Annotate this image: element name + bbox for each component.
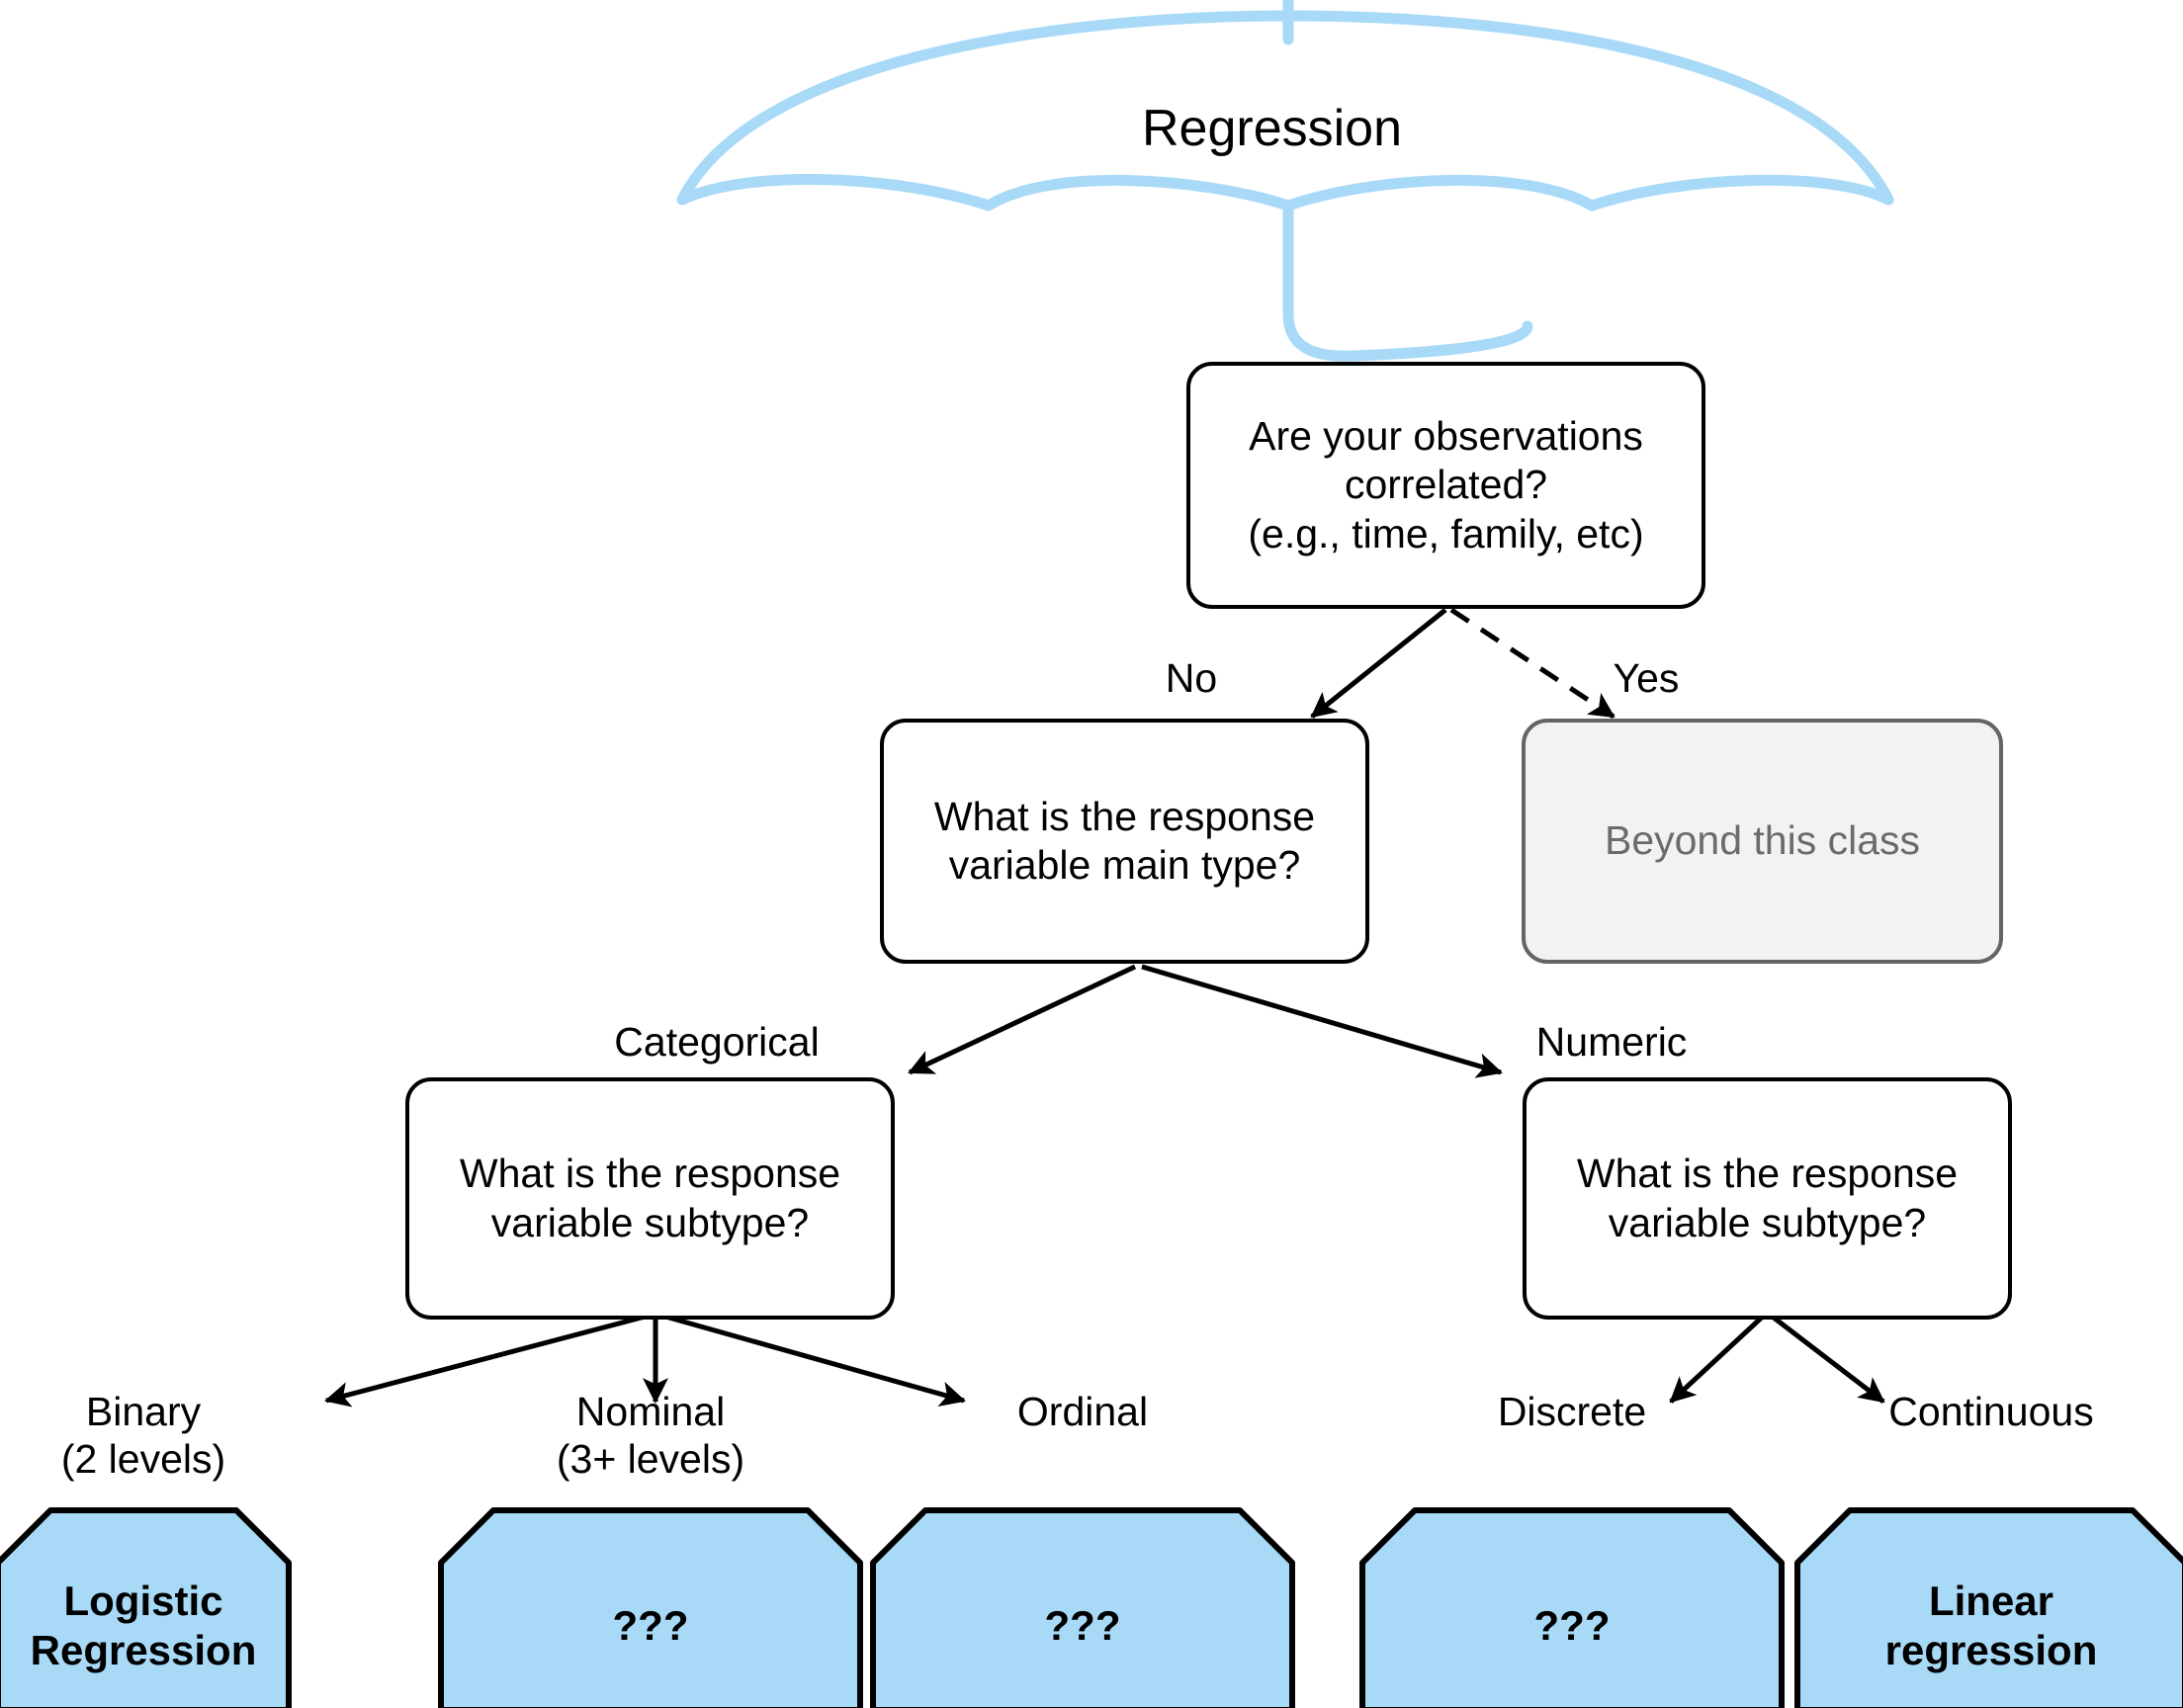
leaf-text-ordinal-unknown: ??? — [1044, 1602, 1121, 1649]
edge-label-no: No — [1165, 655, 1218, 701]
node-response-variable-subtype-categorical[interactable]: What is the response variable subtype? — [405, 1077, 895, 1320]
leaf-label-binary: Binary (2 levels) — [60, 1389, 226, 1483]
node-response-variable-subtype-numeric[interactable]: What is the response variable subtype? — [1523, 1077, 2012, 1320]
leaf-text-discrete-unknown: ??? — [1533, 1602, 1611, 1649]
node-beyond-this-class[interactable]: Beyond this class — [1522, 719, 2003, 964]
arrow-no — [1310, 608, 1447, 719]
leaf-text-logistic-regression: Logistic Regression — [30, 1578, 257, 1673]
leaf-shape-continuous — [1794, 1507, 2183, 1708]
edge-label-yes: Yes — [1613, 655, 1680, 701]
leaf-label-continuous: Continuous — [1888, 1389, 2094, 1434]
leaf-nominal[interactable]: Nominal (3+ levels) ??? — [438, 1389, 863, 1708]
umbrella-canopy-outer — [676, 10, 1894, 206]
leaf-label-discrete: Discrete — [1497, 1389, 1647, 1434]
leaf-shape-ordinal — [870, 1507, 1295, 1708]
leaf-shape-discrete — [1359, 1507, 1785, 1708]
arrow-ordinal — [657, 1312, 967, 1408]
umbrella-handle — [1282, 200, 1533, 362]
leaf-shape-nominal — [438, 1507, 863, 1708]
edge-label-numeric: Numeric — [1535, 1019, 1688, 1065]
leaf-discrete[interactable]: Discrete ??? — [1359, 1389, 1785, 1708]
leaf-label-ordinal: Ordinal — [1016, 1389, 1149, 1434]
leaf-text-nominal-unknown: ??? — [612, 1602, 689, 1649]
arrow-discrete — [1669, 1313, 1767, 1404]
leaf-label-nominal: Nominal (3+ levels) — [556, 1389, 745, 1483]
leaf-continuous[interactable]: Continuous Linear regression — [1794, 1389, 2183, 1708]
leaf-text-linear-regression: Linear regression — [1884, 1578, 2098, 1673]
arrow-continuous — [1768, 1313, 1885, 1404]
arrow-binary — [323, 1312, 654, 1408]
node-are-observations-correlated[interactable]: Are your observations correlated? (e.g.,… — [1186, 362, 1705, 609]
leaf-binary[interactable]: Binary (2 levels) Logistic Regression — [0, 1389, 292, 1708]
arrow-categorical — [908, 964, 1137, 1075]
node-response-variable-main-type[interactable]: What is the response variable main type? — [880, 719, 1369, 964]
edge-label-categorical: Categorical — [614, 1019, 820, 1065]
umbrella-title: Regression — [1142, 100, 1403, 157]
leaf-shape-binary — [0, 1507, 292, 1708]
arrow-yes — [1449, 607, 1615, 720]
arrow-numeric — [1141, 964, 1503, 1078]
leaf-ordinal[interactable]: Ordinal ??? — [870, 1389, 1295, 1708]
